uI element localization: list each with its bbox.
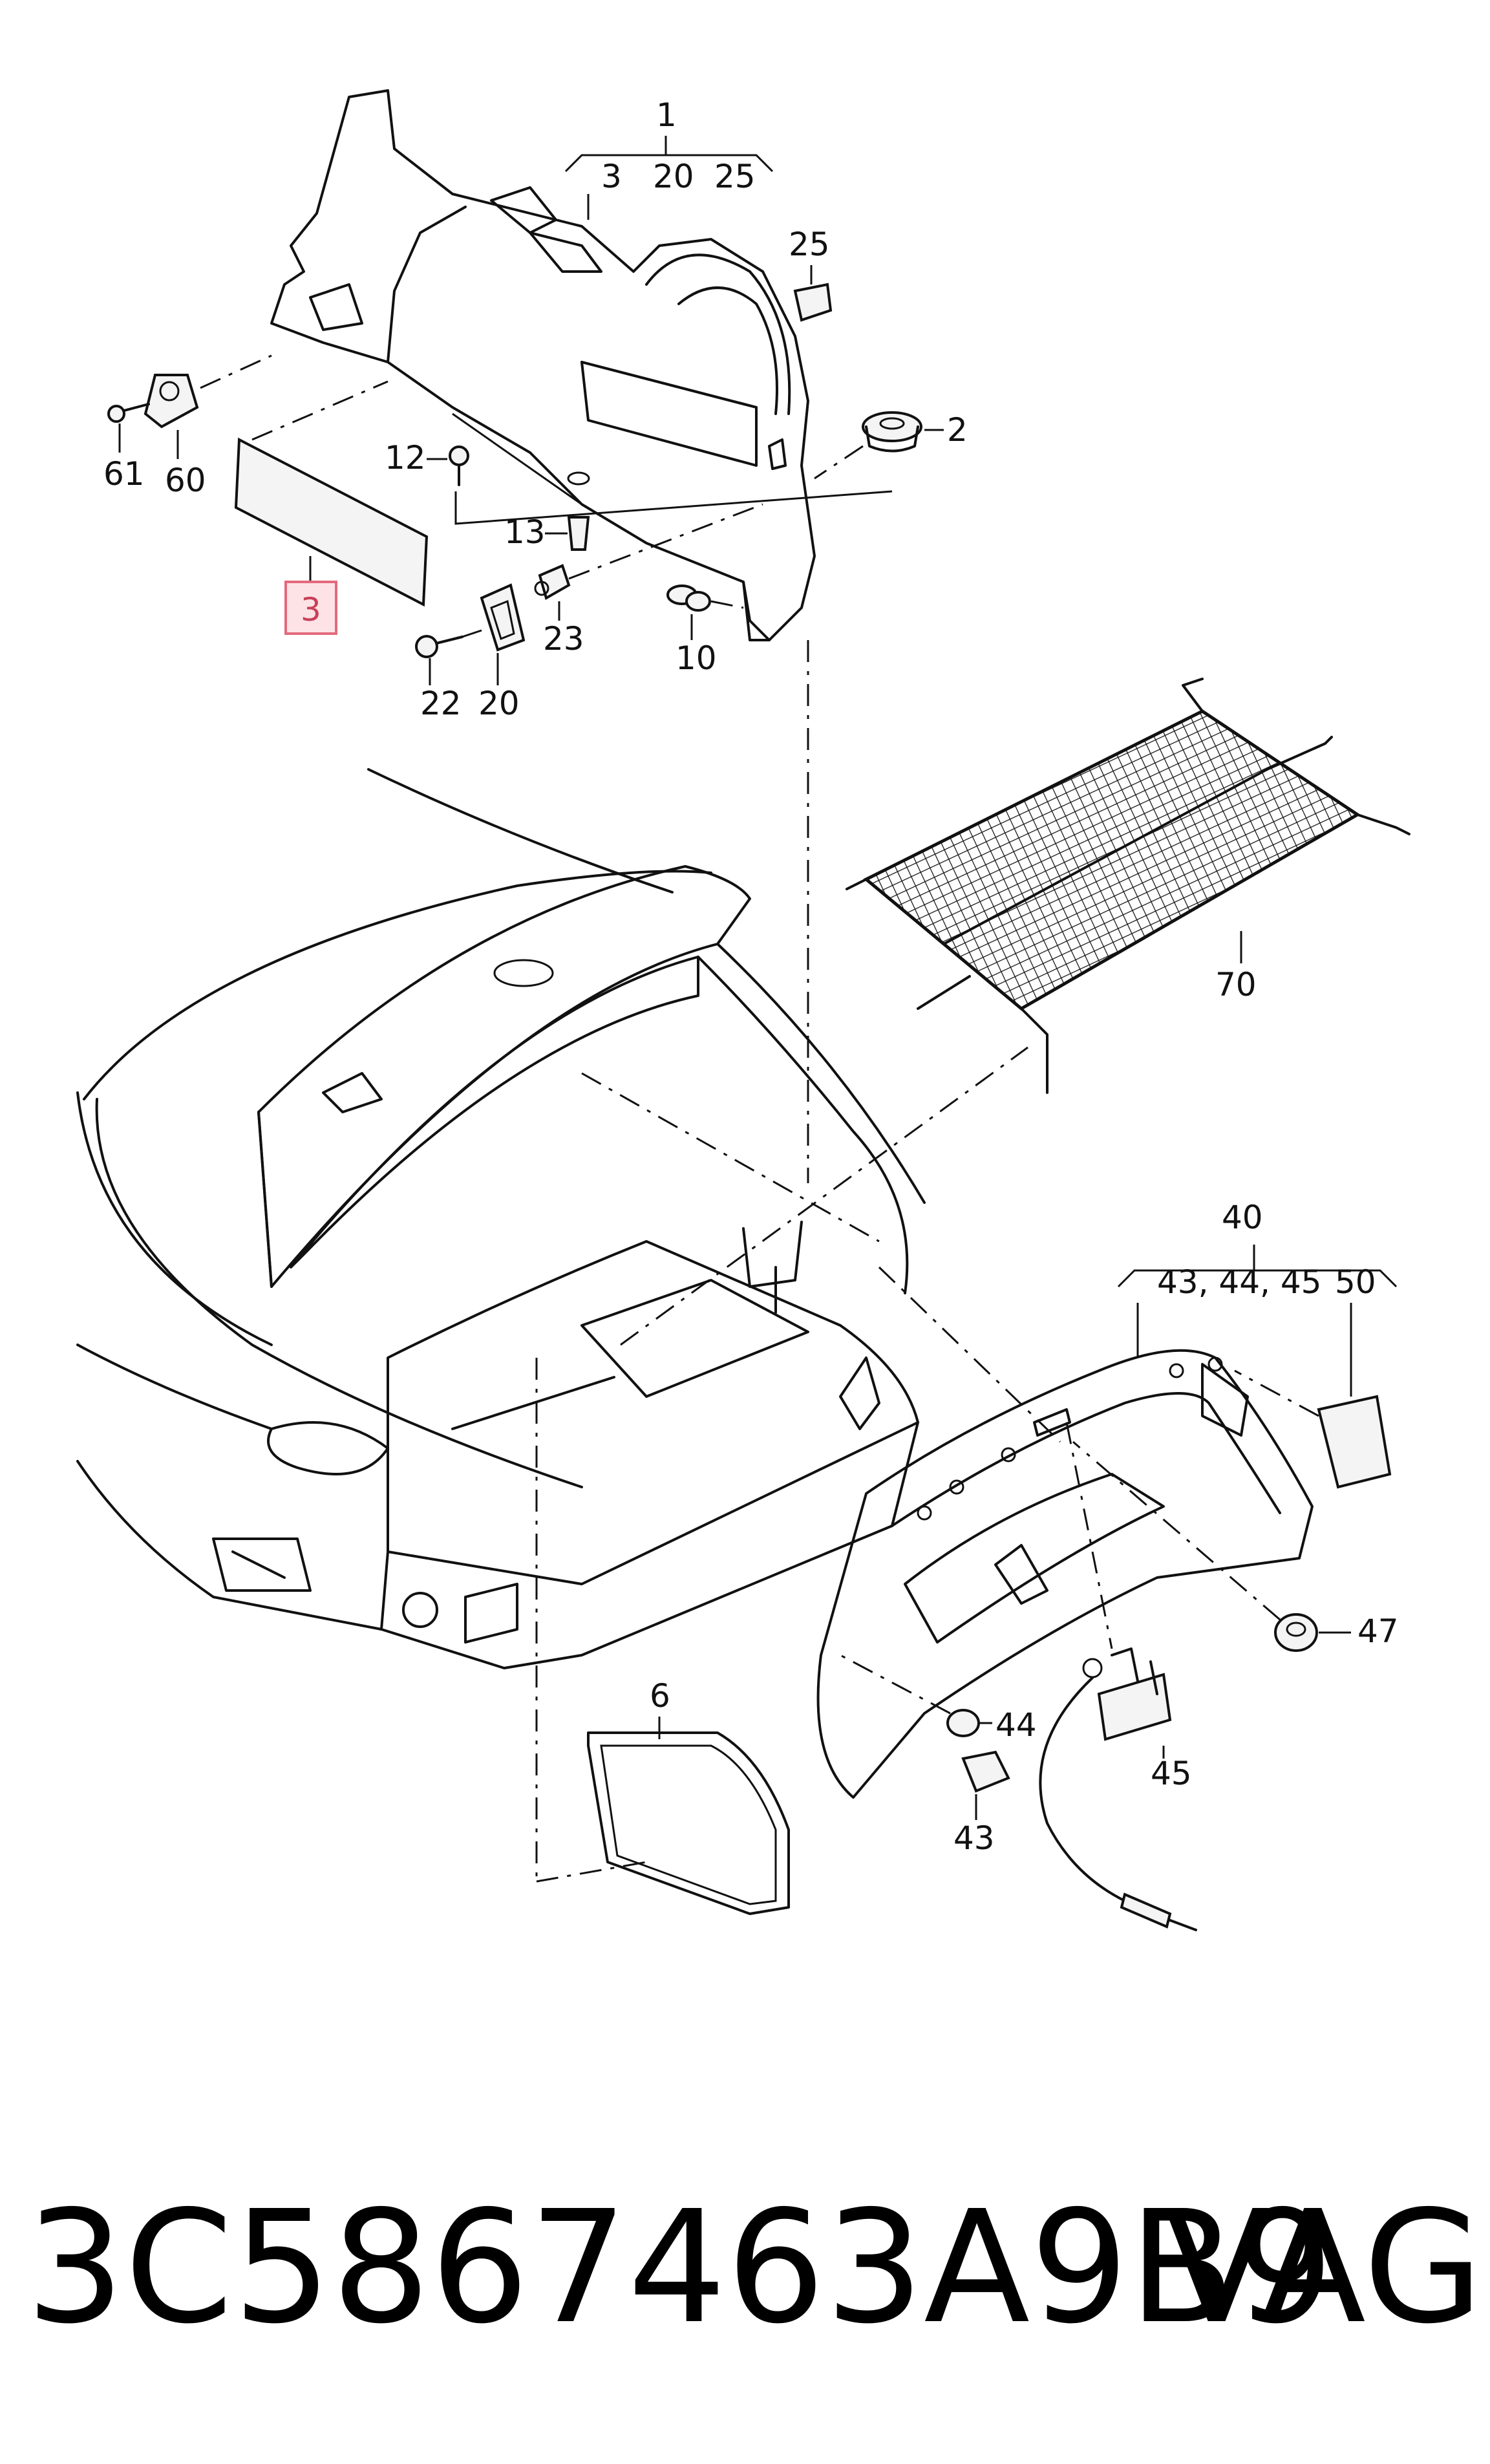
label-13: 13	[504, 513, 546, 551]
part-3-cover-strip[interactable]: 3	[234, 380, 429, 635]
part-44-grommet: 44	[840, 1654, 1037, 1744]
label-61: 61	[103, 455, 145, 493]
label-1-sub-3: 3	[601, 158, 622, 195]
label-12: 12	[385, 439, 426, 477]
label-3: 3	[301, 591, 321, 628]
footer-brand: VAG	[1164, 2177, 1484, 2358]
label-70: 70	[1215, 966, 1257, 1003]
label-47: 47	[1357, 1612, 1399, 1650]
label-22: 22	[420, 685, 462, 722]
label-40-sub: 43, 44, 45	[1157, 1263, 1321, 1301]
label-1-sub-20: 20	[653, 158, 694, 195]
part-25-clip: 25	[789, 226, 833, 322]
label-3-highlight-box[interactable]	[284, 581, 337, 635]
part-20-bracket: 20	[478, 583, 526, 722]
part-13-clip: 13	[504, 471, 590, 551]
part-47-cap: 47	[1072, 1441, 1399, 1652]
label-2: 2	[947, 411, 968, 449]
part-50-pad	[1234, 1303, 1392, 1489]
label-50: 50	[1335, 1263, 1376, 1301]
footer-part-number: 3C5867463A9B9	[26, 2177, 1334, 2358]
part-2-grommet: 2	[814, 411, 968, 480]
part-60-lashing-eye: 60	[144, 354, 272, 499]
part-70-luggage-net: 70	[846, 678, 1410, 1094]
label-10: 10	[676, 639, 717, 677]
part-22-screw: 22	[415, 629, 482, 722]
part-61-screw: 61	[103, 403, 150, 493]
car-rear-body	[76, 768, 926, 1669]
label-1: 1	[656, 96, 677, 134]
label-40: 40	[1222, 1199, 1263, 1236]
label-43: 43	[953, 1819, 995, 1857]
label-60: 60	[165, 462, 206, 499]
label-25: 25	[789, 226, 830, 263]
label-part-1: 1 3 20 25	[564, 96, 774, 220]
part-23-clip: 23	[534, 503, 763, 658]
part-40-lid-trim: 40 43, 44, 45 50	[816, 1199, 1398, 1799]
label-1-sub-25: 25	[714, 158, 756, 195]
part-45-handle: 45	[1039, 1422, 1197, 1931]
assembly-guide-lines	[535, 640, 1061, 1883]
label-45: 45	[1151, 1755, 1192, 1792]
part-12-screw: 12	[385, 439, 893, 525]
part-43-clip: 43	[953, 1750, 1010, 1857]
part-10-nut: 10	[666, 584, 744, 677]
label-23: 23	[543, 620, 584, 658]
label-20: 20	[478, 685, 520, 722]
label-44: 44	[995, 1706, 1037, 1744]
label-6: 6	[650, 1677, 670, 1715]
side-trim-panel	[270, 89, 816, 641]
part-6-side-cover: 6	[587, 1677, 790, 1915]
